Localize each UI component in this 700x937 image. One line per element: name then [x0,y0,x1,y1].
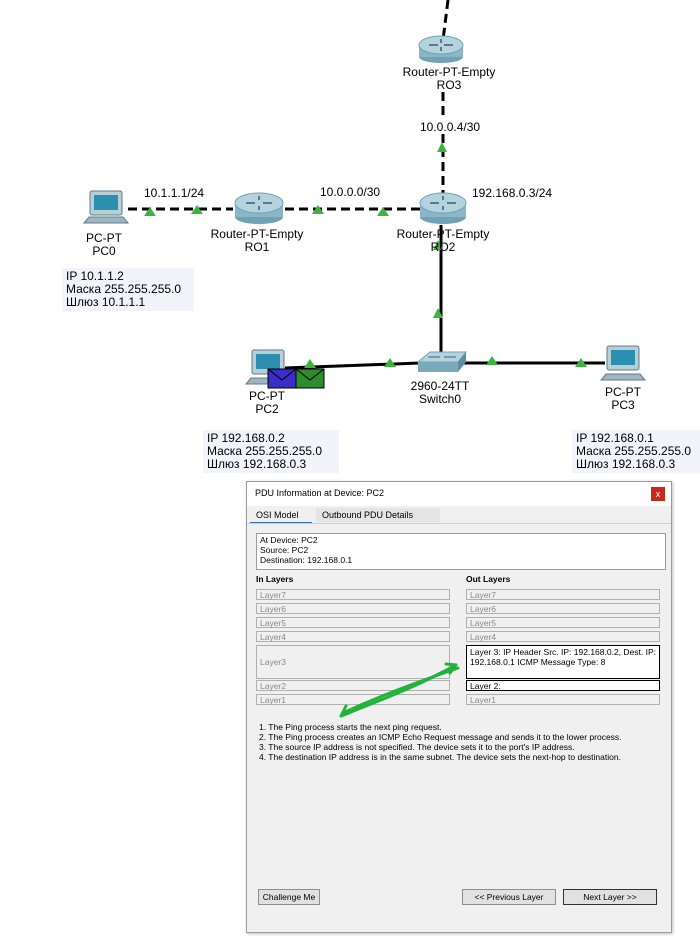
router-ro3-icon[interactable] [418,35,464,63]
in-layer-6[interactable]: Layer6 [256,603,450,614]
out-layer-4[interactable]: Layer4 [466,631,660,642]
pdu-envelope-blue-icon[interactable] [267,368,297,389]
pdu-envelope-green-icon[interactable] [295,368,325,389]
tab-outbound-pdu-details[interactable]: Outbound PDU Details [316,508,440,522]
topology-canvas [82,0,647,389]
pc2-mask: Маска 255.255.255.0 [207,444,323,458]
ro3-name: RO3 [436,78,462,92]
net-label-pc0-ro1: 10.1.1.1/24 [144,186,205,200]
tab-osi-model[interactable]: OSI Model [250,508,312,524]
link-status-markers [144,142,587,368]
device-info-box: At Device: PC2 Source: PC2 Destination: … [256,533,666,570]
pc0-gateway: Шлюз 10.1.1.1 [66,295,146,309]
in-layer-5[interactable]: Layer5 [256,617,450,628]
tab-divider [247,523,671,524]
pc3-name: PC3 [611,398,635,412]
step-4: 4. The destination IP address is in the … [259,752,621,762]
in-layer-7[interactable]: Layer7 [256,589,450,600]
step-1: 1. The Ping process starts the next ping… [259,722,442,732]
in-layer-1[interactable]: Layer1 [256,694,450,705]
pc3-gateway: Шлюз 192.168.0.3 [576,457,676,471]
in-layer-4[interactable]: Layer4 [256,631,450,642]
pc3-icon[interactable] [599,345,647,381]
destination-text: Destination: 192.168.0.1 [260,555,353,565]
ro1-label: Router-PT-Empty RO1 [202,228,312,254]
pc0-ip: IP 10.1.1.2 [66,269,124,283]
in-layer-3[interactable]: Layer3 [256,645,450,679]
pc3-label: PC-PT PC3 [598,386,648,412]
pc3-ip: IP 192.168.0.1 [576,431,654,445]
router-ro1-icon[interactable] [234,192,284,224]
pc3-mask: Маска 255.255.255.0 [576,444,692,458]
step-2: 2. The Ping process creates an ICMP Echo… [259,732,622,742]
out-layer-2[interactable]: Layer 2: [466,680,660,691]
ro1-model: Router-PT-Empty [210,227,304,241]
net-label-ro1-ro2: 10.0.0.0/30 [320,185,381,199]
close-button[interactable]: x [651,487,665,501]
pc2-name: PC2 [255,402,279,416]
net-label-ro2-lan: 192.168.0.3/24 [472,186,553,200]
step-3: 3. The source IP address is not specifie… [259,742,575,752]
pc0-model: PC-PT [86,231,122,245]
net-label-ro2-ro3: 10.0.0.4/30 [420,120,481,134]
ro3-label: Router-PT-Empty RO3 [394,66,504,92]
process-steps: 1. The Ping process starts the next ping… [259,722,639,762]
switch0-name: Switch0 [418,392,462,406]
pc2-gateway: Шлюз 192.168.0.3 [207,457,307,471]
switch0-model: 2960-24TT [410,379,470,393]
out-layers-heading: Out Layers [466,574,511,584]
switch0-label: 2960-24TT Switch0 [400,380,480,406]
in-layers-heading: In Layers [256,574,294,584]
out-layer-5[interactable]: Layer5 [466,617,660,628]
link-ro3-up[interactable] [441,0,450,41]
pc3-model: PC-PT [605,385,641,399]
pc0-icon[interactable] [82,190,130,224]
previous-layer-button[interactable]: << Previous Layer [462,889,556,905]
dialog-titlebar[interactable]: PDU Information at Device: PC2 x [247,482,671,506]
pc0-mask: Маска 255.255.255.0 [66,282,182,296]
ro2-label: Router-PT-Empty RO2 [388,228,498,254]
router-ro2-icon[interactable] [419,192,467,224]
pc0-info-box: IP 10.1.1.2 Маска 255.255.255.0 Шлюз 10.… [62,268,194,311]
next-layer-button[interactable]: Next Layer >> [563,889,657,905]
pc2-info-box: IP 192.168.0.2 Маска 255.255.255.0 Шлюз … [203,430,339,473]
out-layer-1[interactable]: Layer1 [466,694,660,705]
dialog-title: PDU Information at Device: PC2 [255,488,385,498]
pc0-name: PC0 [92,244,116,258]
at-device-text: At Device: PC2 [260,535,318,545]
out-layer-7[interactable]: Layer7 [466,589,660,600]
in-layer-2[interactable]: Layer2 [256,680,450,691]
switch0-icon[interactable] [416,351,468,372]
ro1-name: RO1 [244,240,270,254]
source-text: Source: PC2 [260,545,309,555]
ro3-model: Router-PT-Empty [402,65,496,79]
pc2-model: PC-PT [249,389,285,403]
ro2-model: Router-PT-Empty [396,227,490,241]
challenge-me-button[interactable]: Challenge Me [258,889,320,905]
pc3-info-box: IP 192.168.0.1 Маска 255.255.255.0 Шлюз … [572,430,700,473]
pc2-label: PC-PT PC2 [242,390,292,416]
out-layer-3[interactable]: Layer 3: IP Header Src. IP: 192.168.0.2,… [466,645,660,679]
pc0-label: PC-PT PC0 [79,232,129,258]
pc2-ip: IP 192.168.0.2 [207,431,285,445]
ro2-name: RO2 [430,240,456,254]
out-layer-6[interactable]: Layer6 [466,603,660,614]
pdu-info-dialog: PDU Information at Device: PC2 x OSI Mod… [246,481,672,933]
